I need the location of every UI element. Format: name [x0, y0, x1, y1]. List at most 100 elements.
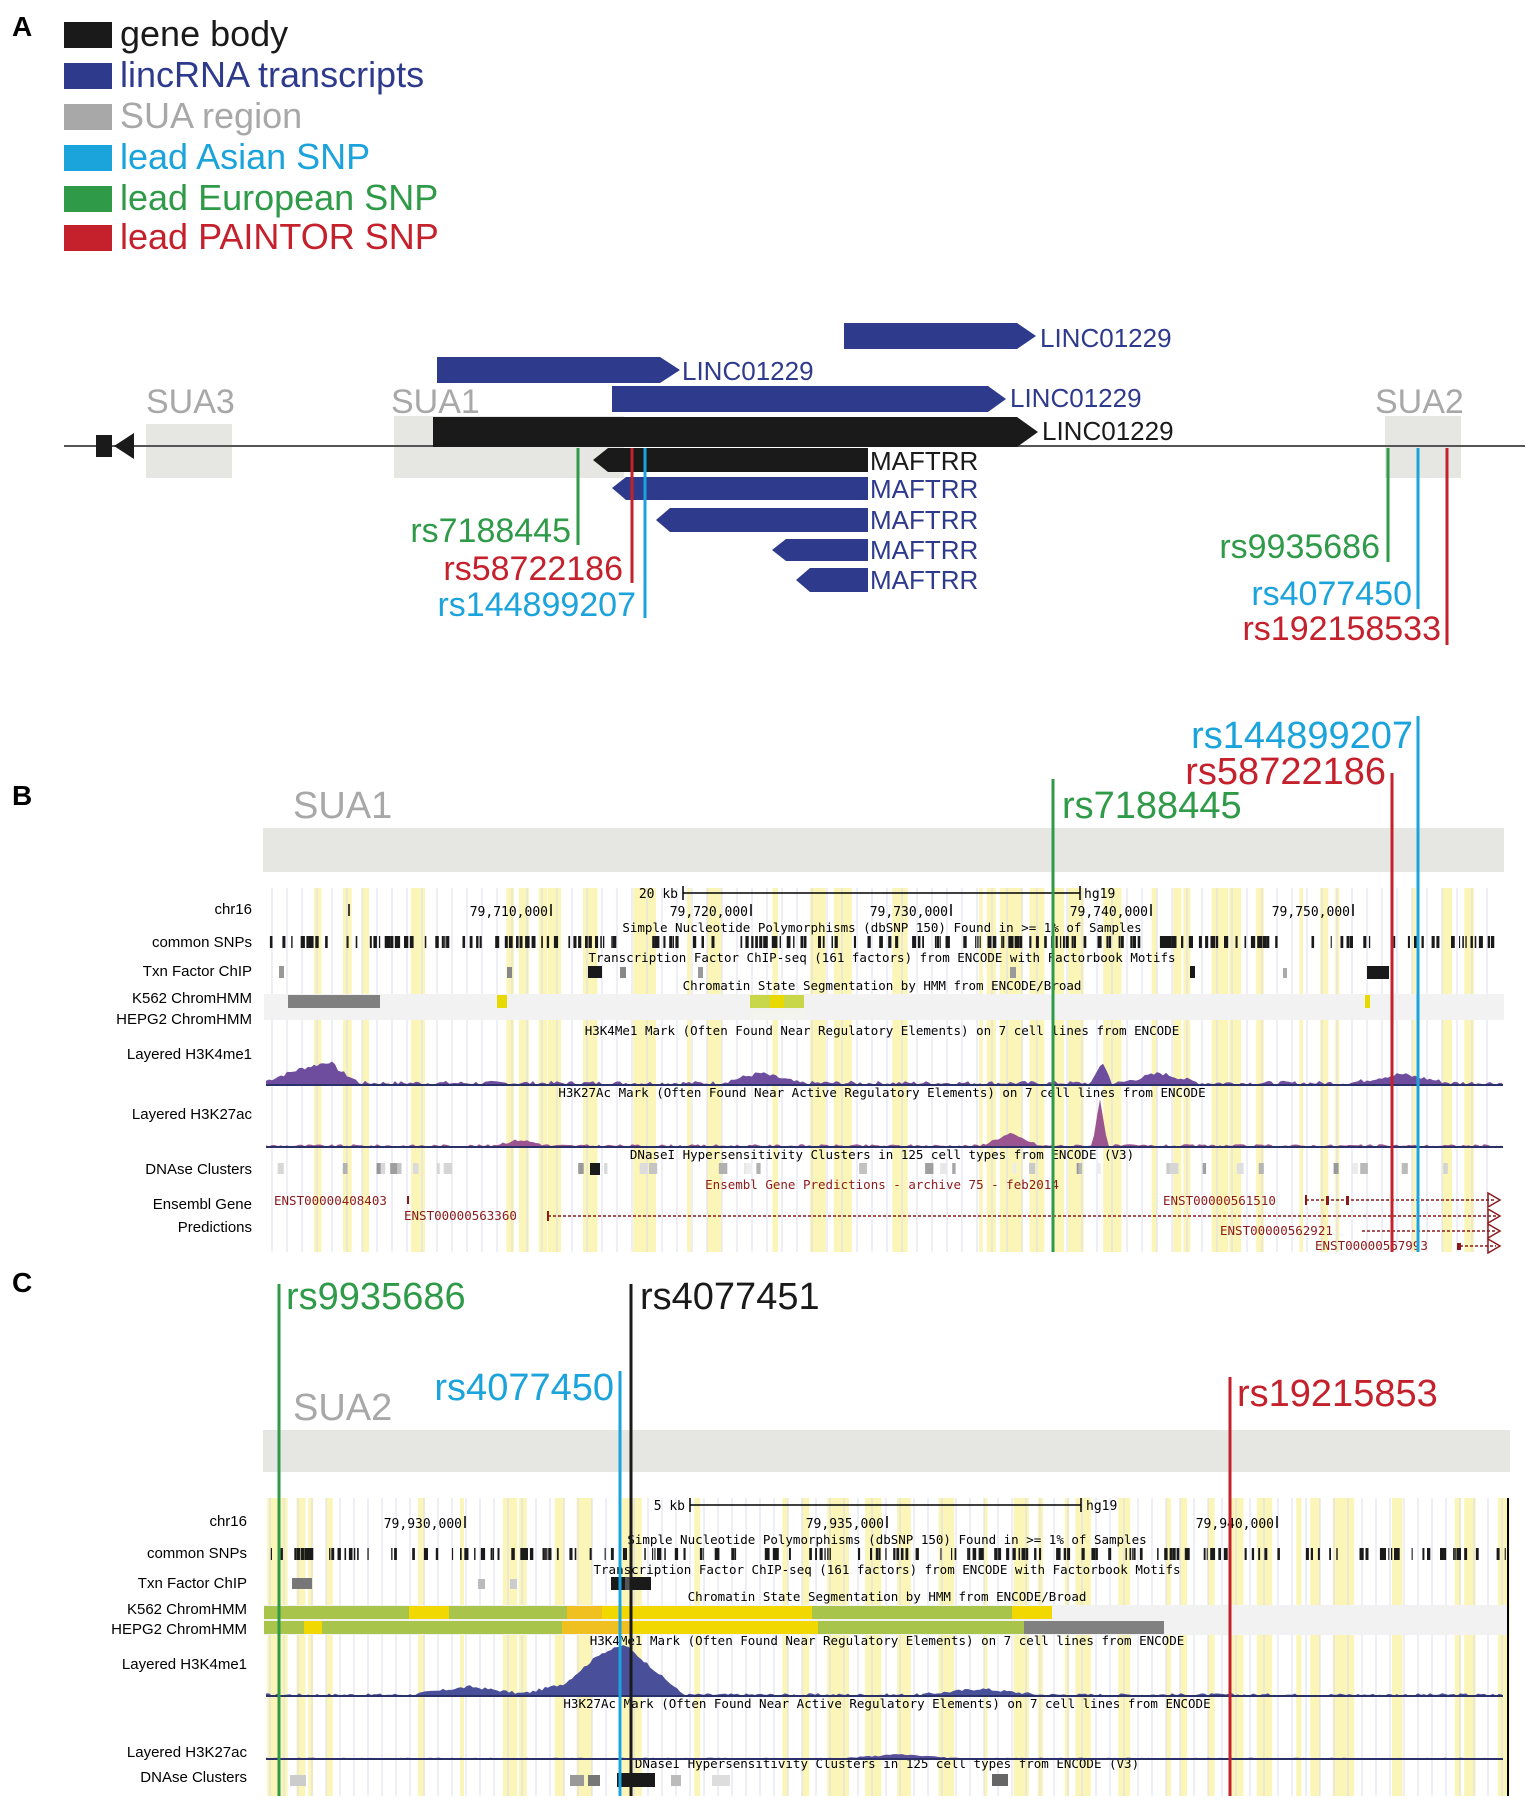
linc01229-label-2: LINC01229: [682, 356, 814, 386]
highlight-stripe: [687, 888, 691, 1252]
snp-tick: [353, 1548, 356, 1560]
track-label-k562-b: K562 ChromHMM: [132, 990, 252, 1007]
snp-tick: [574, 1548, 577, 1560]
snp-tick: [1063, 1548, 1067, 1560]
snp-tick: [315, 936, 319, 948]
highlight-stripe: [1310, 1498, 1321, 1796]
legend-swatch-sua: [64, 104, 112, 130]
snp-tick: [901, 1548, 904, 1560]
snp-tick: [644, 1548, 646, 1560]
snp-tick: [1218, 1548, 1221, 1560]
highlight-stripe: [1068, 888, 1084, 1252]
snp-tick: [394, 936, 398, 948]
dnase-cluster: [443, 1163, 453, 1174]
snp-tick: [654, 936, 657, 948]
snp-tick: [1161, 936, 1165, 948]
track-title-dnase-b: DNaseI Hypersensitivity Clusters in 125 …: [630, 1147, 1134, 1162]
highlight-stripe: [1454, 1498, 1462, 1796]
snp-tick: [344, 1548, 347, 1560]
ruler-tick-b-3: 79,730,000: [870, 905, 948, 920]
highlight-stripe: [1256, 888, 1264, 1252]
snp-tick: [815, 1548, 817, 1560]
snp-tick: [308, 936, 311, 948]
linc01229-gene-body: [433, 417, 1038, 447]
snp-tick: [1330, 936, 1332, 948]
legend-swatch-paintor: [64, 225, 112, 251]
ruler-tick-b-2: 79,720,000: [670, 905, 748, 920]
snp-tick: [1008, 936, 1013, 948]
track-label-h3k4me1-c: Layered H3K4me1: [122, 1656, 247, 1673]
snp-tick: [300, 1548, 304, 1560]
snp-label-c-rs4077451: rs4077451: [640, 1276, 820, 1318]
snp-tick: [1458, 1548, 1461, 1560]
snp-tick: [546, 936, 550, 948]
snp-label-rs58722186: rs58722186: [443, 550, 623, 588]
snp-tick: [998, 1548, 1002, 1560]
snp-tick: [674, 1548, 678, 1560]
snp-tick: [1132, 1548, 1134, 1560]
snp-tick: [751, 936, 754, 948]
snp-tick: [303, 1548, 305, 1560]
snp-tick: [611, 1548, 614, 1560]
snp-tick: [1173, 936, 1175, 948]
snp-tick: [1318, 1548, 1320, 1560]
sua3-box: [146, 424, 232, 478]
linc01229-label-1: LINC01229: [1040, 323, 1172, 353]
highlight-stripe: [1320, 888, 1329, 1252]
dnase-cluster: [1078, 1163, 1083, 1174]
ruler-tick-b-5: 79,750,000: [1272, 905, 1350, 920]
track-label-k562-c: K562 ChromHMM: [127, 1601, 247, 1618]
highlight-stripe: [1441, 888, 1452, 1252]
snp-tick: [954, 1548, 957, 1560]
snp-tick: [1336, 1548, 1338, 1560]
snp-tick: [980, 1548, 984, 1560]
linc01229-transcript-2: [437, 357, 680, 383]
highlight-stripe: [772, 888, 778, 1252]
track-title-snps-c: Simple Nucleotide Polymorphisms (dbSNP 1…: [627, 1532, 1146, 1547]
snp-tick: [1394, 1548, 1398, 1560]
snp-tick: [658, 936, 660, 948]
snp-tick: [765, 1548, 768, 1560]
snp-tick: [771, 936, 775, 948]
legend-swatch-asian: [64, 145, 112, 171]
snp-tick: [1258, 1548, 1261, 1560]
snp-tick: [1359, 1548, 1362, 1560]
snp-tick: [1391, 1548, 1393, 1560]
snp-tick: [946, 936, 950, 948]
sua2-c-bar: [263, 1430, 1510, 1472]
snp-tick: [759, 936, 763, 948]
track-label-common-snps-c: common SNPs: [147, 1545, 247, 1562]
track-label-common-snps-b: common SNPs: [152, 934, 252, 951]
snp-tick: [1388, 1548, 1390, 1560]
common-snps-track-c: [270, 1548, 1506, 1560]
snp-tick: [600, 936, 602, 948]
track-label-hepg2-c: HEPG2 ChromHMM: [111, 1621, 247, 1638]
maftrr-transcript-3: [772, 539, 868, 561]
legend-label-asian: lead Asian SNP: [120, 136, 370, 177]
snp-tick: [1073, 936, 1076, 948]
snp-tick: [1198, 936, 1202, 948]
snp-tick: [740, 936, 743, 948]
snp-tick: [527, 936, 530, 948]
snp-tick: [1224, 936, 1227, 948]
snp-tick: [809, 1548, 812, 1560]
dnase-cluster: [648, 1163, 658, 1174]
snp-tick: [1173, 936, 1177, 948]
snp-tick: [1211, 936, 1215, 948]
snp-label-c-rs4077450: rs4077450: [434, 1367, 614, 1409]
snp-tick: [654, 1548, 656, 1560]
highlight-stripe: [1412, 888, 1416, 1252]
snp-tick: [556, 1548, 559, 1560]
snp-tick: [1025, 1548, 1029, 1560]
highlight-stripe: [897, 1498, 911, 1796]
snp-tick: [1393, 936, 1396, 948]
snp-tick: [578, 936, 582, 948]
scale-label-b: 20 kb: [639, 887, 678, 902]
snp-tick: [1063, 936, 1065, 948]
snp-tick: [822, 936, 825, 948]
snp-tick: [397, 936, 401, 948]
dnase-cluster: [1352, 1163, 1358, 1174]
dnase-cluster: [1097, 1163, 1101, 1174]
snp-tick: [1029, 936, 1032, 948]
snp-tick: [302, 1548, 304, 1560]
